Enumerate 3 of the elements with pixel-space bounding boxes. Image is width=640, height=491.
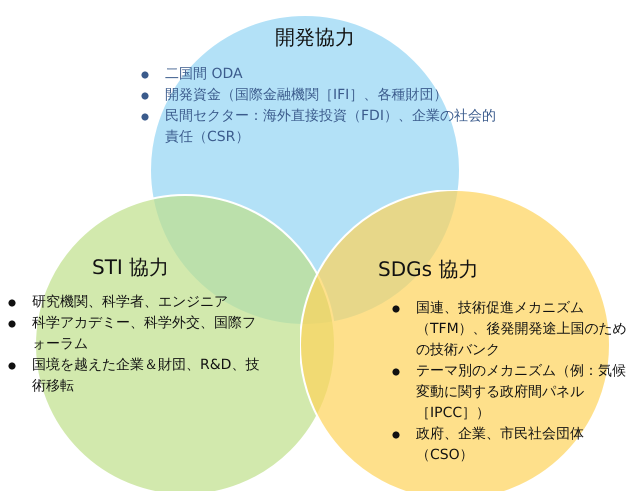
circle-title: SDGs 協力 — [378, 256, 478, 283]
circle-title: 開発協力 — [275, 24, 355, 51]
circle-title: STI 協力 — [92, 254, 170, 281]
